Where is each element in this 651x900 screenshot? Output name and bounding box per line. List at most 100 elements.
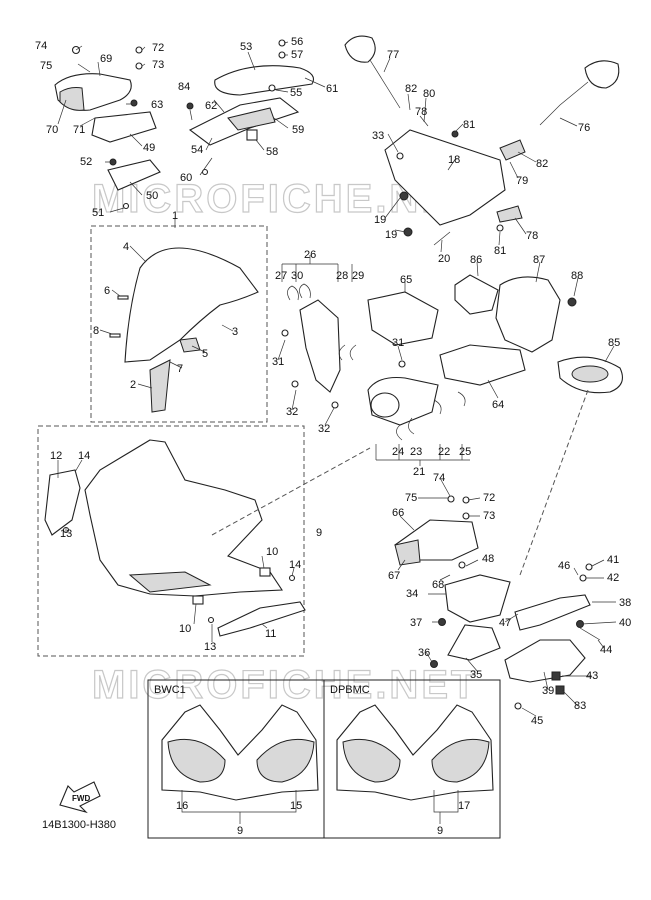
callout-74-b: 74 bbox=[433, 472, 445, 484]
callout-8: 8 bbox=[93, 325, 99, 337]
leader-lines bbox=[57, 41, 617, 824]
callout-59: 59 bbox=[292, 124, 304, 136]
callout-78-lower: 78 bbox=[526, 230, 538, 242]
callout-13-b: 13 bbox=[204, 641, 216, 653]
callout-74: 74 bbox=[35, 40, 47, 52]
callout-11: 11 bbox=[265, 628, 276, 640]
part-84-nut bbox=[186, 102, 194, 110]
part-78-plate-lower bbox=[496, 205, 523, 223]
callout-79: 79 bbox=[516, 175, 528, 187]
part-73-grommet bbox=[135, 62, 143, 70]
fwd-label: FWD bbox=[72, 794, 90, 803]
callout-73-b: 73 bbox=[483, 510, 495, 522]
callout-42: 42 bbox=[607, 572, 619, 584]
callout-87: 87 bbox=[533, 254, 545, 266]
callout-23: 23 bbox=[410, 446, 422, 458]
callout-48: 48 bbox=[482, 553, 494, 565]
cowling-intake-left bbox=[128, 571, 212, 593]
callout-19-a: 19 bbox=[374, 214, 386, 226]
callout-73: 73 bbox=[152, 59, 164, 71]
part-76-mirror bbox=[584, 60, 620, 89]
part-42-washer bbox=[579, 574, 587, 582]
callout-75-b: 75 bbox=[405, 492, 417, 504]
callout-12: 12 bbox=[50, 450, 62, 462]
callout-7: 7 bbox=[177, 363, 183, 375]
part-1-windshield bbox=[124, 247, 259, 363]
part-55-grommet bbox=[268, 84, 276, 92]
callout-34: 34 bbox=[406, 588, 418, 600]
callout-61: 61 bbox=[326, 83, 338, 95]
part-87-duct bbox=[495, 276, 561, 353]
callout-40: 40 bbox=[619, 617, 631, 629]
part-86-bracket bbox=[454, 274, 499, 315]
callout-60: 60 bbox=[180, 172, 192, 184]
part-29-clip bbox=[349, 344, 357, 361]
part-79-plate bbox=[499, 139, 526, 161]
callout-9-main: 9 bbox=[316, 527, 322, 539]
callout-17: 17 bbox=[458, 800, 470, 812]
callout-4: 4 bbox=[123, 241, 129, 253]
part-72-bolt bbox=[135, 46, 143, 54]
part-53-cover bbox=[214, 65, 315, 96]
part-5-grommet bbox=[179, 337, 201, 353]
part-47-stay bbox=[514, 594, 591, 631]
part-10-clip-b bbox=[192, 595, 204, 605]
variant-dpbmc-label: DPBMC bbox=[330, 684, 370, 696]
part-9-upper-cowling bbox=[84, 439, 283, 597]
part-8-screw bbox=[109, 333, 121, 338]
callout-81-lower: 81 bbox=[494, 245, 506, 257]
part-81-nut-lower bbox=[496, 224, 504, 232]
callout-27: 27 bbox=[275, 270, 287, 282]
part-20-bolt bbox=[433, 231, 451, 246]
callout-58: 58 bbox=[266, 146, 278, 158]
link-line-cowling bbox=[211, 447, 371, 536]
part-36-nut bbox=[430, 660, 438, 668]
callout-77: 77 bbox=[387, 49, 399, 61]
callout-31-b: 31 bbox=[392, 337, 404, 349]
part-39-bracket bbox=[504, 639, 586, 683]
callout-71: 71 bbox=[73, 124, 85, 136]
part-27-clip bbox=[287, 285, 299, 301]
callout-10-a: 10 bbox=[266, 546, 278, 558]
callout-29: 29 bbox=[352, 270, 364, 282]
link-line-seal bbox=[519, 389, 589, 576]
windshield-group bbox=[109, 247, 259, 413]
bwc1-headlight-left bbox=[167, 738, 226, 783]
callout-36: 36 bbox=[418, 647, 430, 659]
variant-dpbmc-cowling bbox=[336, 704, 494, 801]
callout-85: 85 bbox=[608, 337, 620, 349]
part-31-screw-a bbox=[281, 329, 289, 337]
dpbmc-headlight-right bbox=[431, 738, 490, 783]
part-23-clip bbox=[408, 417, 415, 435]
callout-69: 69 bbox=[100, 53, 112, 65]
callout-56: 56 bbox=[291, 36, 303, 48]
part-45-screw bbox=[514, 702, 522, 710]
part-33-bolt bbox=[396, 152, 404, 160]
callout-38: 38 bbox=[619, 597, 631, 609]
mirror-and-stay-group bbox=[344, 35, 620, 246]
callout-64: 64 bbox=[492, 399, 504, 411]
part-44-rod bbox=[579, 627, 601, 641]
part-74-bolt-b bbox=[447, 495, 455, 503]
callout-81-top: 81 bbox=[463, 119, 475, 131]
fwd-arrow-icon: FWD bbox=[59, 781, 101, 814]
callout-88: 88 bbox=[571, 270, 583, 282]
part-43-clip bbox=[551, 671, 561, 681]
callout-15: 15 bbox=[290, 800, 302, 812]
part-63-nut bbox=[130, 99, 138, 107]
right-duct-group bbox=[454, 274, 623, 394]
variant-bwc1-cowling bbox=[161, 704, 319, 801]
callout-28: 28 bbox=[336, 270, 348, 282]
part-28-clip bbox=[338, 344, 346, 361]
dpbmc-headlight-left bbox=[342, 738, 401, 783]
lower-right-bracket-group bbox=[394, 495, 601, 710]
callout-82-top: 82 bbox=[405, 83, 417, 95]
variant-bwc1-label: BWC1 bbox=[154, 684, 186, 696]
callout-55: 55 bbox=[290, 87, 302, 99]
callout-62: 62 bbox=[205, 100, 217, 112]
part-10-clip-a bbox=[259, 567, 271, 577]
callout-68: 68 bbox=[432, 579, 444, 591]
part-88-nut bbox=[567, 297, 577, 307]
callout-84: 84 bbox=[178, 81, 190, 93]
watermark-bottom: MICROFICHE.NET bbox=[92, 663, 478, 707]
